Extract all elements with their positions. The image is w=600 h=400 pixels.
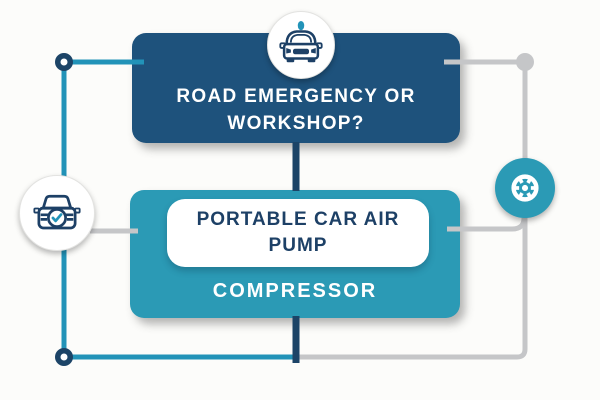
compressor-label: COMPRESSOR [212,280,378,302]
emergency-car-icon [279,20,323,63]
product-title-box: PORTABLE CAR AIR PUMP [167,199,429,267]
gear-icon [511,174,539,202]
product-box: PORTABLE CAR AIR PUMP COMPRESSOR [130,190,460,318]
node-bottom-left [55,348,73,366]
product-title-line1: PORTABLE CAR AIR [196,209,400,230]
top-box-text-line2: WORKSHOP? [227,113,365,134]
car-service-circle [19,175,95,251]
car-service-check-icon [33,194,81,230]
top-box-text-line1: ROAD EMERGENCY OR [176,86,416,107]
emergency-car-circle [267,11,335,79]
product-title-line2: PUMP [268,235,328,256]
gear-circle [495,158,555,218]
node-top-left [55,53,73,71]
node-top-right [516,53,534,71]
